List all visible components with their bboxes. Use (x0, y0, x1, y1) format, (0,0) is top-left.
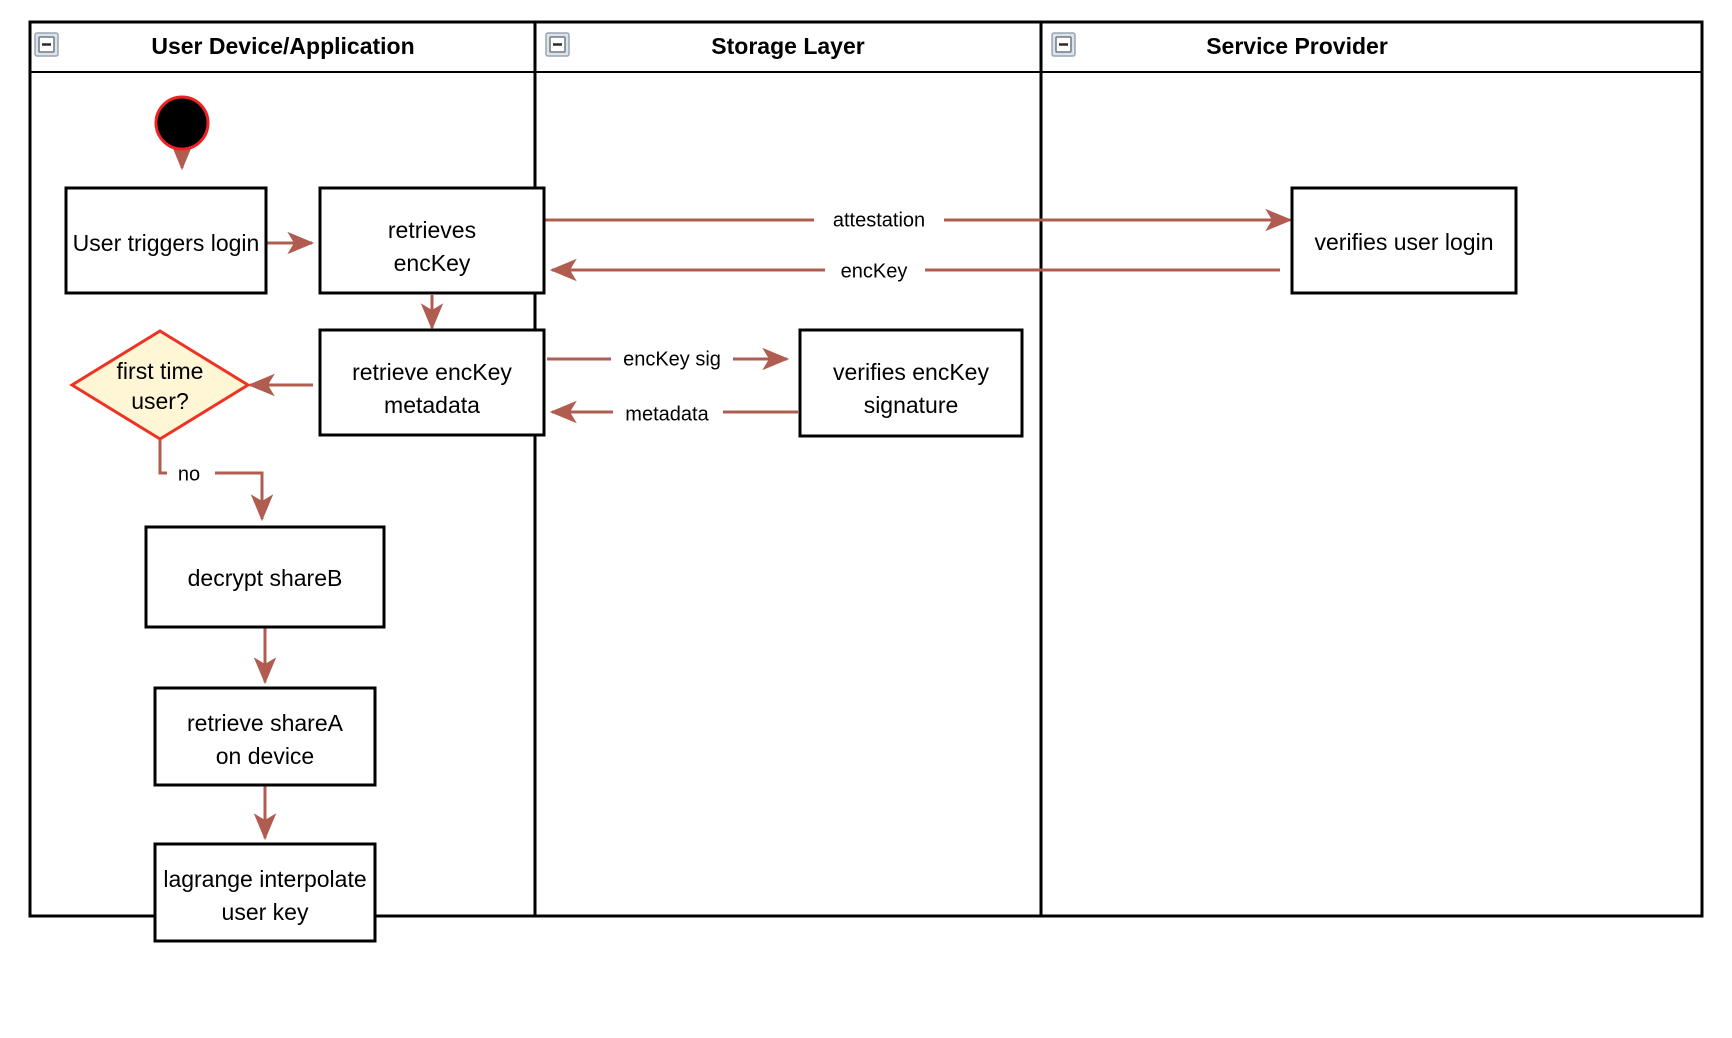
node-label-first-time-user-line1: first time (117, 358, 204, 384)
lane-header-service-provider: Service Provider (1051, 32, 1388, 59)
edge-label-bg-attestation (814, 206, 944, 232)
minus-box-icon[interactable] (1051, 32, 1076, 57)
node-retrieves-enckey[interactable]: retrieves encKey (318, 186, 546, 295)
node-label-first-time-user-line2: user? (131, 388, 189, 414)
node-label-retrieve-sharea-line2: on device (216, 743, 314, 769)
node-retrieve-enckey-metadata[interactable]: retrieve encKey metadata (318, 328, 546, 437)
node-label-verifies-enckey-sig-line2: signature (864, 392, 959, 418)
node-decrypt-shareb[interactable]: decrypt shareB (144, 525, 386, 629)
edge-label-bg-no (167, 461, 215, 485)
node-label-verifies-enckey-sig-line1: verifies encKey (833, 359, 989, 385)
lane-title-user-device: User Device/Application (151, 33, 414, 59)
node-verifies-enckey-signature[interactable]: verifies encKey signature (798, 328, 1024, 438)
edge-label-enckey-sig: encKey sig (623, 348, 721, 370)
lane-title-storage-layer: Storage Layer (711, 33, 864, 59)
node-label-user-triggers-login: User triggers login (73, 230, 260, 256)
edge-label-bg-enckey (825, 257, 925, 283)
node-start[interactable] (154, 95, 210, 151)
node-lagrange-interpolate-user-key[interactable]: lagrange interpolate user key (153, 842, 377, 943)
lane-header-storage-layer: Storage Layer (545, 32, 865, 59)
edge-label-bg-metadata (613, 399, 723, 425)
edge-label-bg-enckey-sig (611, 346, 733, 372)
node-label-retrieve-sharea-line1: retrieve shareA (187, 710, 344, 736)
minus-box-icon[interactable] (545, 32, 570, 57)
start-circle-icon (154, 95, 210, 151)
node-first-time-user[interactable]: first time user? (69, 329, 251, 441)
node-retrieve-sharea-on-device[interactable]: retrieve shareA on device (153, 686, 377, 787)
minus-box-icon[interactable] (34, 32, 59, 57)
lane-header-user-device: User Device/Application (34, 32, 415, 59)
node-verifies-user-login[interactable]: verifies user login (1290, 186, 1518, 295)
edge-label-enckey: encKey (841, 260, 908, 282)
node-label-decrypt-shareb: decrypt shareB (188, 565, 343, 591)
node-user-triggers-login[interactable]: User triggers login (64, 186, 268, 295)
node-label-retrieves-enckey-line2: encKey (394, 250, 471, 276)
node-label-retrieve-enckey-metadata-line1: retrieve encKey (352, 359, 512, 385)
node-label-retrieve-enckey-metadata-line2: metadata (384, 392, 480, 418)
edge-label-no: no (178, 463, 200, 485)
lane-title-service-provider: Service Provider (1206, 33, 1388, 59)
node-label-lagrange-line2: user key (222, 899, 309, 925)
edge-label-metadata: metadata (625, 403, 709, 425)
node-label-verifies-user-login: verifies user login (1315, 229, 1494, 255)
edge-label-attestation: attestation (833, 209, 925, 231)
node-label-lagrange-line1: lagrange interpolate (163, 866, 366, 892)
node-label-retrieves-enckey-line1: retrieves (388, 217, 476, 243)
